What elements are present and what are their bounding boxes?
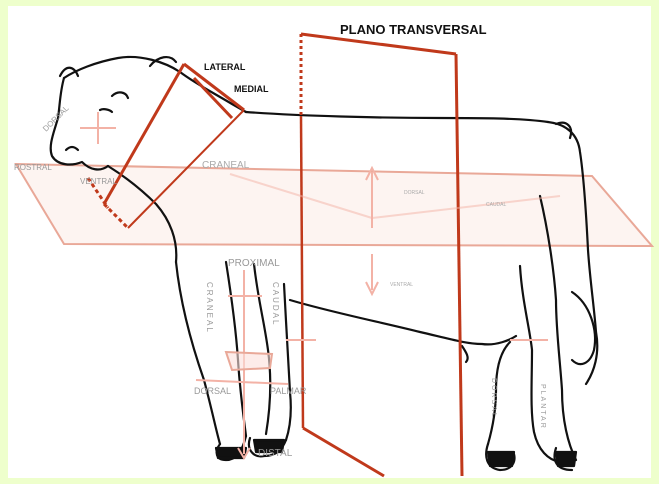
ventral-head-label: VENTRAL [80, 177, 117, 186]
palmar-label: PALMAR [270, 386, 307, 396]
medial-label: MEDIAL [234, 84, 269, 94]
rostral-label: ROSTRAL [14, 163, 52, 172]
transverse-plane [301, 34, 462, 476]
plantar-label: PLANTAR [539, 384, 546, 430]
dorsal-head-label: DORSAL [41, 103, 71, 133]
craneal-limb-label: CRANEAL [205, 282, 214, 334]
caudal-limb-label: CAUDAL [271, 282, 280, 326]
dorsal-hind-label: DORSAL [490, 378, 497, 419]
lateral-label: LATERAL [204, 62, 246, 72]
caudal-body-label: CAUDAL [486, 202, 507, 208]
craneal-head-label: CRANEAL [202, 160, 250, 171]
ventral-body-label: VENTRAL [390, 282, 413, 288]
head-arrows [80, 112, 116, 144]
limb-arrows [196, 270, 548, 458]
distal-label: DISTAL [258, 448, 293, 459]
proximal-label: PROXIMAL [228, 258, 280, 269]
cow-outline [51, 57, 598, 470]
dorsal-body-label: DORSAL [404, 190, 425, 196]
dorsal-limb-label: DORSAL [194, 386, 231, 396]
page-title: PLANO TRANSVERSAL [340, 22, 487, 37]
